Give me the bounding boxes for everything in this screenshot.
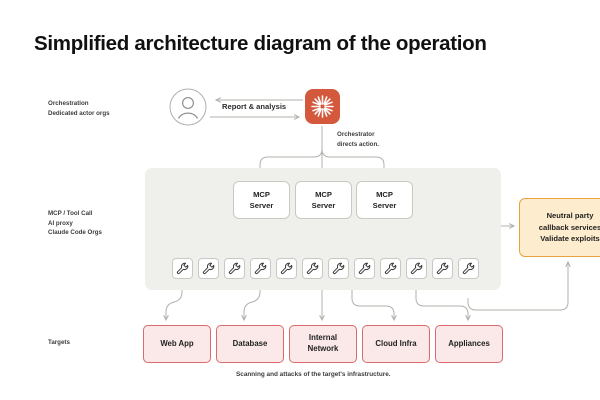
target-label-line: Internal <box>308 333 338 343</box>
bottom-caption: Scanning and attacks of the target's inf… <box>236 371 391 378</box>
neutral-party-callback-box[interactable]: Neutral party callback services Validate… <box>519 198 600 257</box>
target-label-line: Appliances <box>448 338 490 348</box>
arrow-tool-appliances <box>415 278 471 322</box>
row-label-line: MCP / Tool Call <box>48 210 93 217</box>
wrench-icon[interactable] <box>224 258 245 279</box>
arrow-orch-mcp-2 <box>321 148 387 179</box>
report-analysis-label: Report & analysis <box>222 102 287 111</box>
mcp-server-box[interactable]: MCP Server <box>295 181 352 219</box>
wrench-icon[interactable] <box>406 258 427 279</box>
target-box[interactable]: Appliances <box>435 325 503 363</box>
user-avatar-icon <box>169 88 207 126</box>
claude-starburst-icon[interactable] <box>305 89 340 124</box>
target-label-line: Network <box>307 344 339 353</box>
row-label-mcp: MCP / Tool Call AI proxy Claude Code Org… <box>48 209 102 238</box>
row-label-line: Orchestration <box>48 100 89 107</box>
arrow-tool-cloud <box>351 278 397 322</box>
target-label-line: Database <box>232 338 268 348</box>
orchestrator-caption: Orchestrator directs action. <box>337 130 379 149</box>
wrench-icon[interactable] <box>198 258 219 279</box>
row-label-orchestration: Orchestration Dedicated actor orgs <box>48 99 110 118</box>
mcp-server-box[interactable]: MCP Server <box>356 181 413 219</box>
callback-line: callback services <box>538 222 600 232</box>
wrench-icon[interactable] <box>458 258 479 279</box>
wrench-icon[interactable] <box>172 258 193 279</box>
wrench-icon[interactable] <box>354 258 375 279</box>
target-box[interactable]: Database <box>216 325 284 363</box>
wrench-icon[interactable] <box>432 258 453 279</box>
mcp-server-box[interactable]: MCP Server <box>233 181 290 219</box>
caption-line: Orchestrator <box>337 131 375 138</box>
row-label-line: Claude Code Orgs <box>48 229 102 237</box>
target-label-line: Web App <box>160 338 194 348</box>
mcp-server-line: MCP <box>376 190 393 199</box>
row-label-line: Dedicated actor orgs <box>48 109 110 117</box>
target-box[interactable]: Web App <box>143 325 211 363</box>
target-label-line: Cloud Infra <box>375 338 417 348</box>
wrench-icon[interactable] <box>302 258 323 279</box>
mcp-server-line: MCP <box>253 190 270 199</box>
wrench-icon[interactable] <box>380 258 401 279</box>
row-label-line: AI proxy <box>48 219 73 227</box>
wrench-icon[interactable] <box>250 258 271 279</box>
wrench-icon[interactable] <box>328 258 349 279</box>
mcp-server-line: Server <box>249 201 274 210</box>
page-title: Simplified architecture diagram of the o… <box>34 32 487 55</box>
row-label-line: Targets <box>48 339 70 346</box>
callback-line: Neutral party <box>546 211 594 221</box>
mcp-server-line: Server <box>372 201 397 210</box>
mcp-server-line: Server <box>311 201 336 210</box>
row-label-targets: Targets <box>48 338 70 348</box>
callback-line: Validate exploits <box>540 234 600 244</box>
arrow-orch-mcp-0 <box>257 148 323 179</box>
arrow-tool-webapp <box>163 278 183 322</box>
caption-line: directs action. <box>337 140 379 148</box>
wrench-icon[interactable] <box>276 258 297 279</box>
arrow-tool-database <box>241 278 261 322</box>
arrow-targets-callback <box>467 260 571 311</box>
mcp-server-line: MCP <box>315 190 332 199</box>
target-box[interactable]: Cloud Infra <box>362 325 430 363</box>
